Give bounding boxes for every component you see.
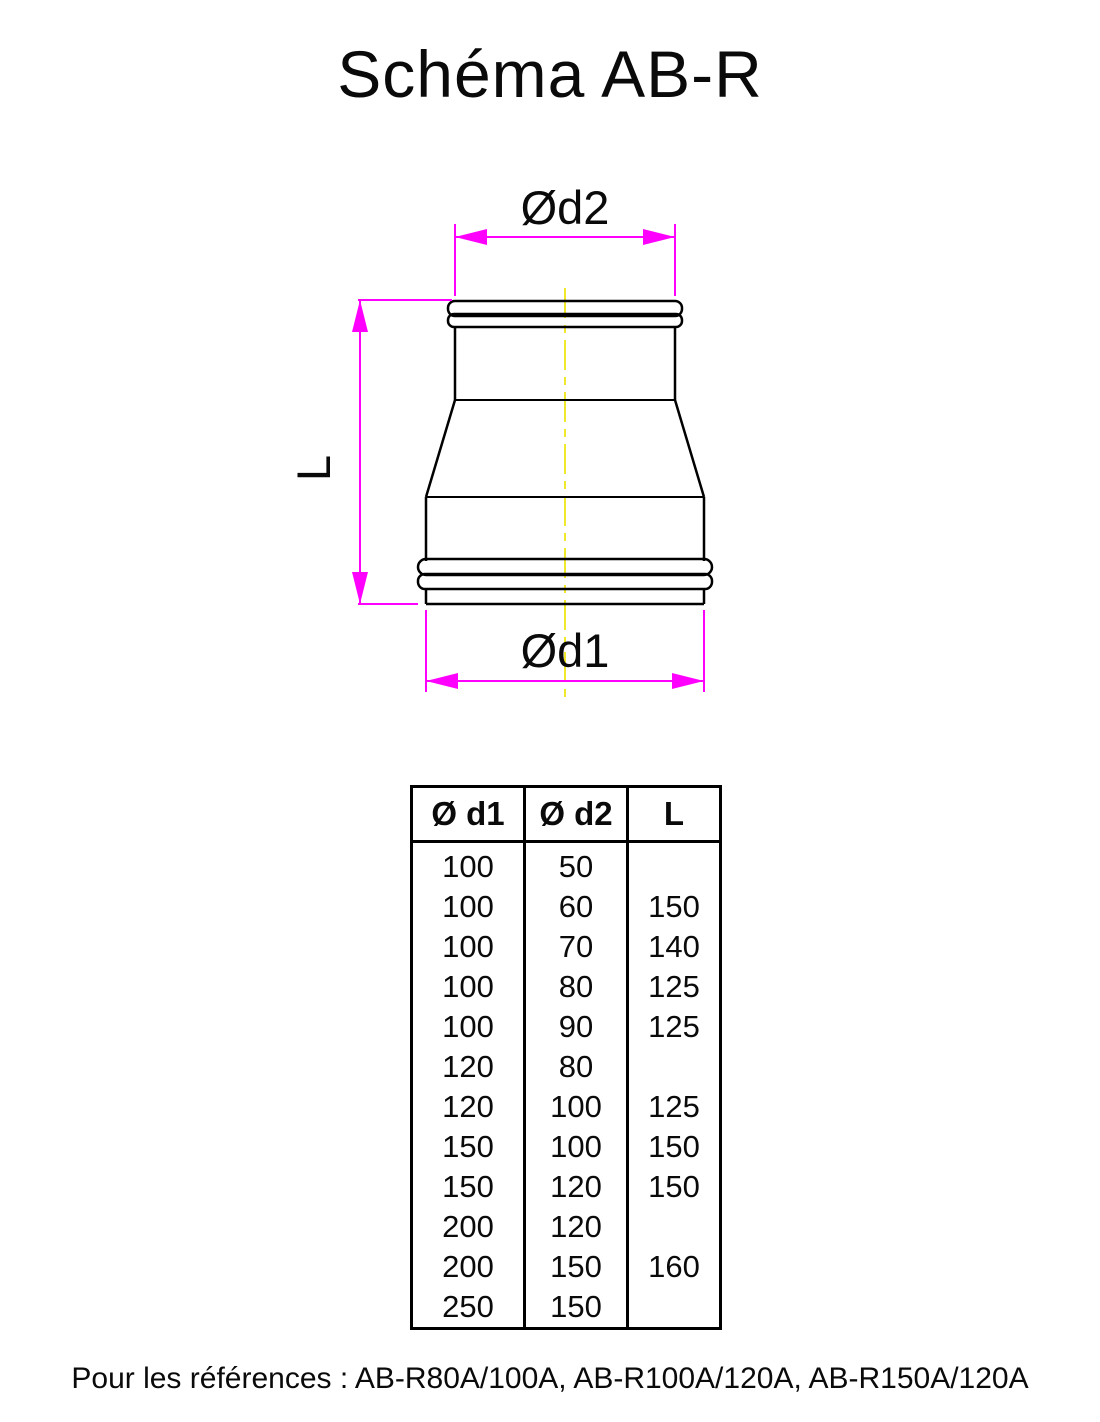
table-cell: 200 xyxy=(442,1209,494,1244)
table-cell: 60 xyxy=(523,887,628,927)
table-cell: 150 xyxy=(442,1129,494,1164)
table-cell: 160 xyxy=(626,1247,721,1287)
table-cell xyxy=(626,1207,721,1247)
table-cell: 150 xyxy=(523,1247,628,1287)
table-cell xyxy=(626,1287,721,1329)
table-cell: 100 xyxy=(442,1009,494,1044)
d2-arrow-left-icon xyxy=(455,229,487,245)
d1-arrow-right-icon xyxy=(672,673,704,689)
table-cell: 100 xyxy=(523,1127,628,1167)
col-header-l: L xyxy=(626,786,721,843)
l-label: L xyxy=(287,455,340,481)
table-row: 120 80 xyxy=(412,1047,721,1087)
d2-arrow-right-icon xyxy=(643,229,675,245)
table-cell: 50 xyxy=(523,841,628,887)
references-note: Pour les références : AB-R80A/100A, AB-R… xyxy=(71,1362,1029,1395)
d1-label: Ød1 xyxy=(521,624,610,677)
l-arrow-top-icon xyxy=(352,300,368,332)
table-cell xyxy=(626,841,721,887)
col-header-d2: Ø d2 xyxy=(523,786,628,843)
d2-label: Ød2 xyxy=(521,181,610,234)
top-bead-upper xyxy=(446,299,684,318)
table-cell: 100 xyxy=(442,969,494,1004)
table-row: 100 50 xyxy=(412,841,721,887)
table-cell: 100 xyxy=(442,889,494,924)
col-header-d1: Ø d1 xyxy=(411,786,525,843)
table-cell: 140 xyxy=(626,927,721,967)
table-cell: 125 xyxy=(626,967,721,1007)
bottom-rim-walls xyxy=(424,588,706,604)
table-cell: 100 xyxy=(442,849,494,884)
table-cell: 120 xyxy=(442,1049,494,1084)
table-cell: 200 xyxy=(442,1249,494,1284)
reducer-diagram: Ød2 L Ød1 xyxy=(287,181,714,698)
lower-cylinder-walls xyxy=(424,497,706,561)
table-cell: 250 xyxy=(442,1289,494,1324)
table-cell: 80 xyxy=(523,967,628,1007)
table-row: 200 120 xyxy=(412,1207,721,1247)
dimension-l xyxy=(352,299,452,605)
table-cell: 90 xyxy=(523,1007,628,1047)
table-cell: 150 xyxy=(626,1167,721,1207)
dimension-d1 xyxy=(425,610,705,692)
table-header-row: Ø d1 Ø d2 L xyxy=(411,786,721,843)
table-cell: 70 xyxy=(523,927,628,967)
d1-arrow-left-icon xyxy=(426,673,458,689)
table-cell: 150 xyxy=(626,1127,721,1167)
upper-cylinder-walls xyxy=(453,327,677,400)
table-cell: 100 xyxy=(442,929,494,964)
bottom-bead-lower xyxy=(416,572,714,591)
fitting-outline xyxy=(416,299,714,606)
table-cell: 100 xyxy=(523,1087,628,1127)
table-cell: 125 xyxy=(626,1087,721,1127)
table-cell: 125 xyxy=(626,1007,721,1047)
table-cell xyxy=(626,1047,721,1087)
table-cell: 120 xyxy=(523,1167,628,1207)
table-row: 250 150 xyxy=(412,1287,721,1329)
table-cell: 120 xyxy=(442,1089,494,1124)
table-cell: 150 xyxy=(442,1169,494,1204)
table-cell: 150 xyxy=(626,887,721,927)
cone-sides xyxy=(424,399,706,498)
table-cell: 120 xyxy=(523,1207,628,1247)
table-cell: 150 xyxy=(523,1287,628,1329)
table-cell: 80 xyxy=(523,1047,628,1087)
page-title: Schéma AB-R xyxy=(337,37,763,111)
top-bead-lower xyxy=(446,312,684,329)
l-arrow-bottom-icon xyxy=(352,572,368,604)
dimension-d2 xyxy=(454,224,676,296)
